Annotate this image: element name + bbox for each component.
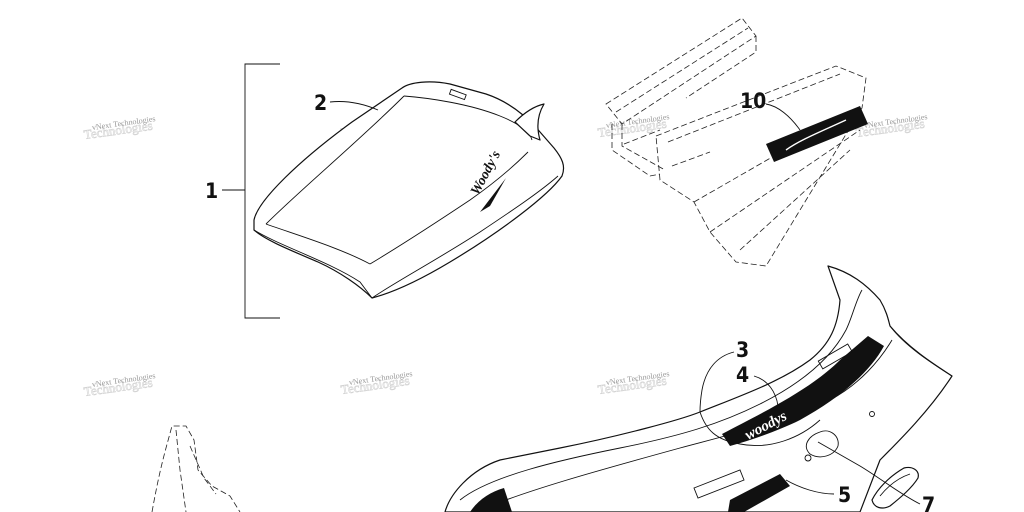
callout-2: 2 <box>314 91 379 115</box>
callout-label-1: 1 <box>205 179 218 203</box>
callout-label-4: 4 <box>736 363 749 387</box>
seat-assembly-bracket <box>222 63 280 319</box>
callout-4: 4 <box>736 363 779 407</box>
callout-label-3: 3 <box>736 338 749 362</box>
hood-part: woodys SCOTT <box>444 265 953 512</box>
callout-label-10: 10 <box>740 89 766 113</box>
callout-1: 1 <box>205 179 218 203</box>
watermark-7: Technologies vNext Technologies <box>597 369 670 397</box>
callout-5: 5 <box>785 479 851 507</box>
watermark-5: Technologies vNext Technologies <box>83 371 156 399</box>
callout-label-2: 2 <box>314 91 327 115</box>
bracket-part-7 <box>871 466 919 509</box>
callout-3: 3 <box>699 338 749 413</box>
seat-part: Woody's <box>253 81 565 299</box>
tunnel-part <box>605 17 868 267</box>
callout-7: 7 <box>817 441 935 512</box>
callout-10: 10 <box>740 89 801 131</box>
partial-side-part <box>151 425 241 512</box>
watermark-6: Technologies vNext Technologies <box>340 369 413 397</box>
callout-label-7: 7 <box>922 493 935 512</box>
callout-label-5: 5 <box>838 483 851 507</box>
watermark-4: Technologies vNext Technologies <box>855 112 928 140</box>
watermark-1: Technologies vNext Technologies <box>83 114 156 142</box>
